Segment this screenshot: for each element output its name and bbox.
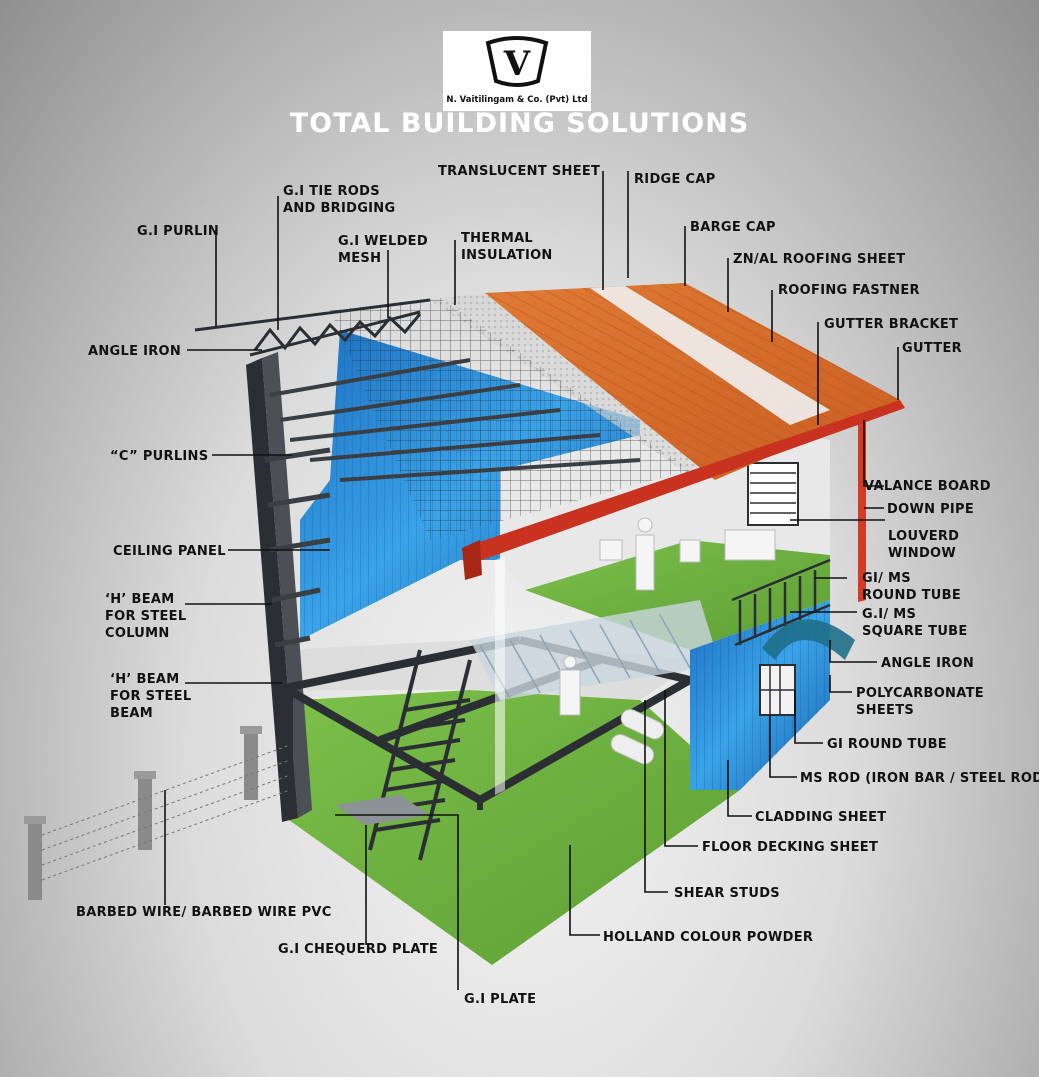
h-beam-column	[246, 358, 298, 822]
company-logo: V N. Vaitilingam & Co. (Pvt) Ltd	[443, 31, 591, 111]
label-roofing-fastner: ROOFING FASTNER	[778, 283, 920, 298]
label-zn-al-roofing-sheet: ZN/AL ROOFING SHEET	[733, 252, 906, 267]
barbed-wire-fence	[24, 726, 291, 900]
logo-emblem: V	[485, 36, 549, 87]
label-gi-tie-rods: G.I TIE RODS AND BRIDGING	[283, 184, 396, 216]
label-h-beam-beam: ‘H’ BEAM FOR STEEL BEAM	[110, 672, 192, 721]
label-translucent-sheet: TRANSLUCENT SHEET	[438, 164, 601, 179]
label-gutter: GUTTER	[902, 341, 962, 356]
label-gi-ms-square-tube: G.I/ MS SQUARE TUBE	[862, 607, 968, 639]
label-valance-board: VALANCE BOARD	[864, 479, 991, 494]
label-floor-decking-sheet: FLOOR DECKING SHEET	[702, 840, 879, 855]
pipes	[610, 709, 665, 765]
label-gi-welded-mesh: G.I WELDED MESH	[338, 234, 428, 266]
label-angle-iron-right: ANGLE IRON	[881, 656, 975, 671]
label-gutter-bracket: GUTTER BRACKET	[824, 317, 959, 332]
label-cladding-sheet: CLADDING SHEET	[755, 810, 887, 825]
label-polycarbonate-sheets: POLYCARBONATE SHEETS	[856, 686, 984, 718]
truss	[194, 298, 431, 357]
label-gi-ms-round-tube: GI/ MS ROUND TUBE	[862, 571, 962, 603]
roof-purlins	[269, 358, 641, 482]
c-purlins	[264, 447, 331, 648]
company-name: N. Vaitilingam & Co. (Pvt) Ltd	[446, 95, 588, 105]
label-ridge-cap: RIDGE CAP	[634, 172, 716, 187]
label-ceiling-panel: CEILING PANEL	[113, 544, 226, 559]
leader-lines	[164, 171, 899, 990]
label-gi-round-tube: GI ROUND TUBE	[827, 737, 947, 752]
label-holland-colour-powder: HOLLAND COLOUR POWDER	[603, 930, 814, 945]
office-figures	[559, 517, 776, 716]
label-gi-purlin: G.I PURLIN	[137, 224, 220, 239]
label-gi-chequerd-plate: G.I CHEQUERD PLATE	[278, 942, 439, 957]
barge-cap-gutter	[462, 400, 905, 565]
chequered-plate-landing	[335, 795, 430, 825]
label-barbed-wire: BARBED WIRE/ BARBED WIRE PVC	[76, 905, 332, 920]
floor-decking	[470, 600, 720, 700]
label-down-pipe: DOWN PIPE	[887, 502, 975, 517]
page-title: TOTAL BUILDING SOLUTIONS	[289, 108, 750, 139]
label-louverd-window: LOUVERD WINDOW	[888, 529, 960, 561]
translucent-ridge	[590, 286, 830, 425]
label-thermal-insulation: THERMAL INSULATION	[461, 231, 553, 263]
polycarbonate-awning	[762, 619, 855, 660]
logo-letter: V	[503, 44, 531, 84]
label-c-purlins: “C” PURLINS	[110, 449, 209, 464]
label-shear-studs: SHEAR STUDS	[674, 886, 780, 901]
label-angle-iron-left: ANGLE IRON	[88, 344, 182, 359]
label-barge-cap: BARGE CAP	[690, 220, 776, 235]
label-h-beam-column: ‘H’ BEAM FOR STEEL COLUMN	[105, 592, 187, 641]
ground-floor-slab	[282, 690, 740, 965]
steel-posts	[287, 690, 483, 815]
label-ms-rod: MS ROD (IRON BAR / STEEL ROD )	[800, 771, 1039, 786]
welded-mesh	[330, 298, 690, 540]
label-gi-plate: G.I PLATE	[464, 992, 537, 1007]
